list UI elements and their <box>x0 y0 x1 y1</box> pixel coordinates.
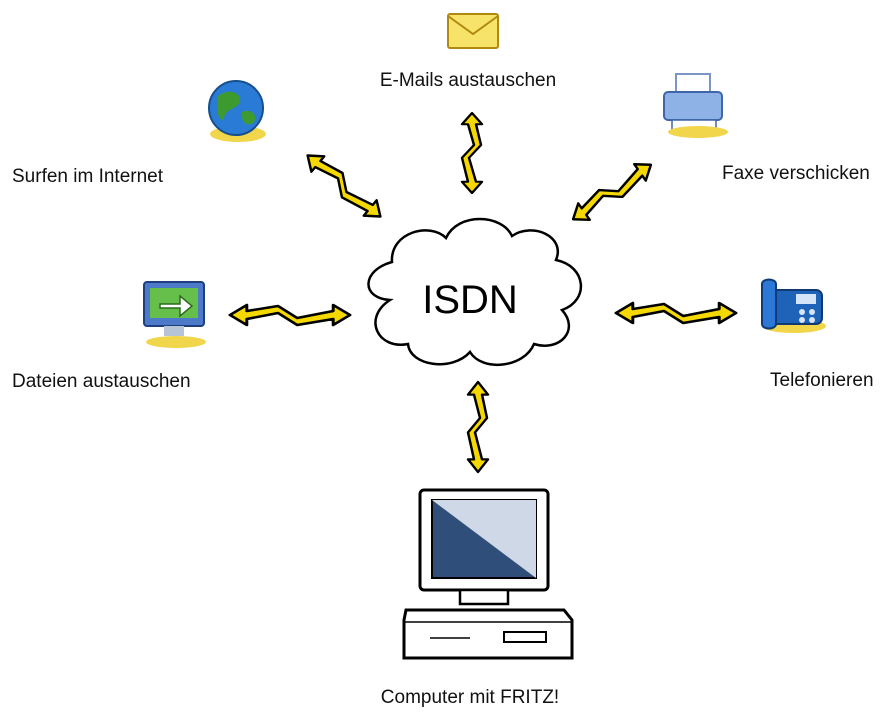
phone-label: Telefonieren <box>770 370 874 391</box>
file-transfer-icon <box>143 281 206 348</box>
isdn-cloud <box>367 217 582 366</box>
telephone-icon <box>761 278 826 333</box>
arrow-files-isdn <box>228 303 352 327</box>
email-label: E-Mails austauschen <box>379 70 557 91</box>
internet-label: Surfen im Internet <box>12 166 164 187</box>
arrow-phone-isdn <box>614 301 738 325</box>
computer-icon <box>402 488 574 660</box>
globe-icon <box>208 80 266 142</box>
arrow-email-isdn <box>460 111 484 195</box>
fax-label: Faxe verschicken <box>722 163 870 184</box>
isdn-label: ISDN <box>422 278 518 322</box>
arrow-fax-isdn <box>566 155 658 229</box>
fax-icon <box>663 73 728 138</box>
envelope-icon <box>447 13 499 49</box>
computer-label: Computer mit FRITZ! <box>380 687 560 708</box>
arrow-isdn-computer <box>466 380 490 474</box>
arrow-internet-isdn <box>299 146 389 226</box>
files-label: Dateien austauschen <box>12 371 191 392</box>
